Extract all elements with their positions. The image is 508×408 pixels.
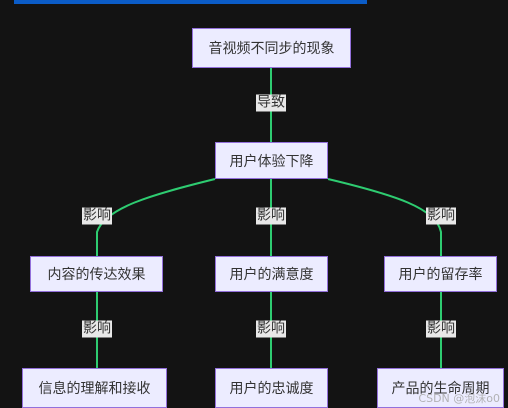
edge-experience-content [96,178,216,256]
node-root: 音视频不同步的现象 [192,28,351,68]
edge-label: 影响 [256,320,286,338]
top-accent-bar [14,0,367,4]
edge-label: 影响 [426,320,456,338]
edge-experience-retention [327,178,442,256]
edge-label: 影响 [82,320,112,338]
edge-label: 导致 [256,94,286,112]
node-experience: 用户体验下降 [215,142,328,179]
node-info: 信息的理解和接收 [22,368,167,408]
edge-label: 影响 [82,207,112,225]
node-loyalty: 用户的忠诚度 [215,368,328,408]
node-satisfaction: 用户的满意度 [215,256,328,292]
node-content: 内容的传达效果 [30,256,163,292]
watermark: CSDN @泡沫o0 [418,392,500,405]
node-retention: 用户的留存率 [384,256,497,292]
edge-label: 影响 [256,207,286,225]
edge-label: 影响 [426,207,456,225]
